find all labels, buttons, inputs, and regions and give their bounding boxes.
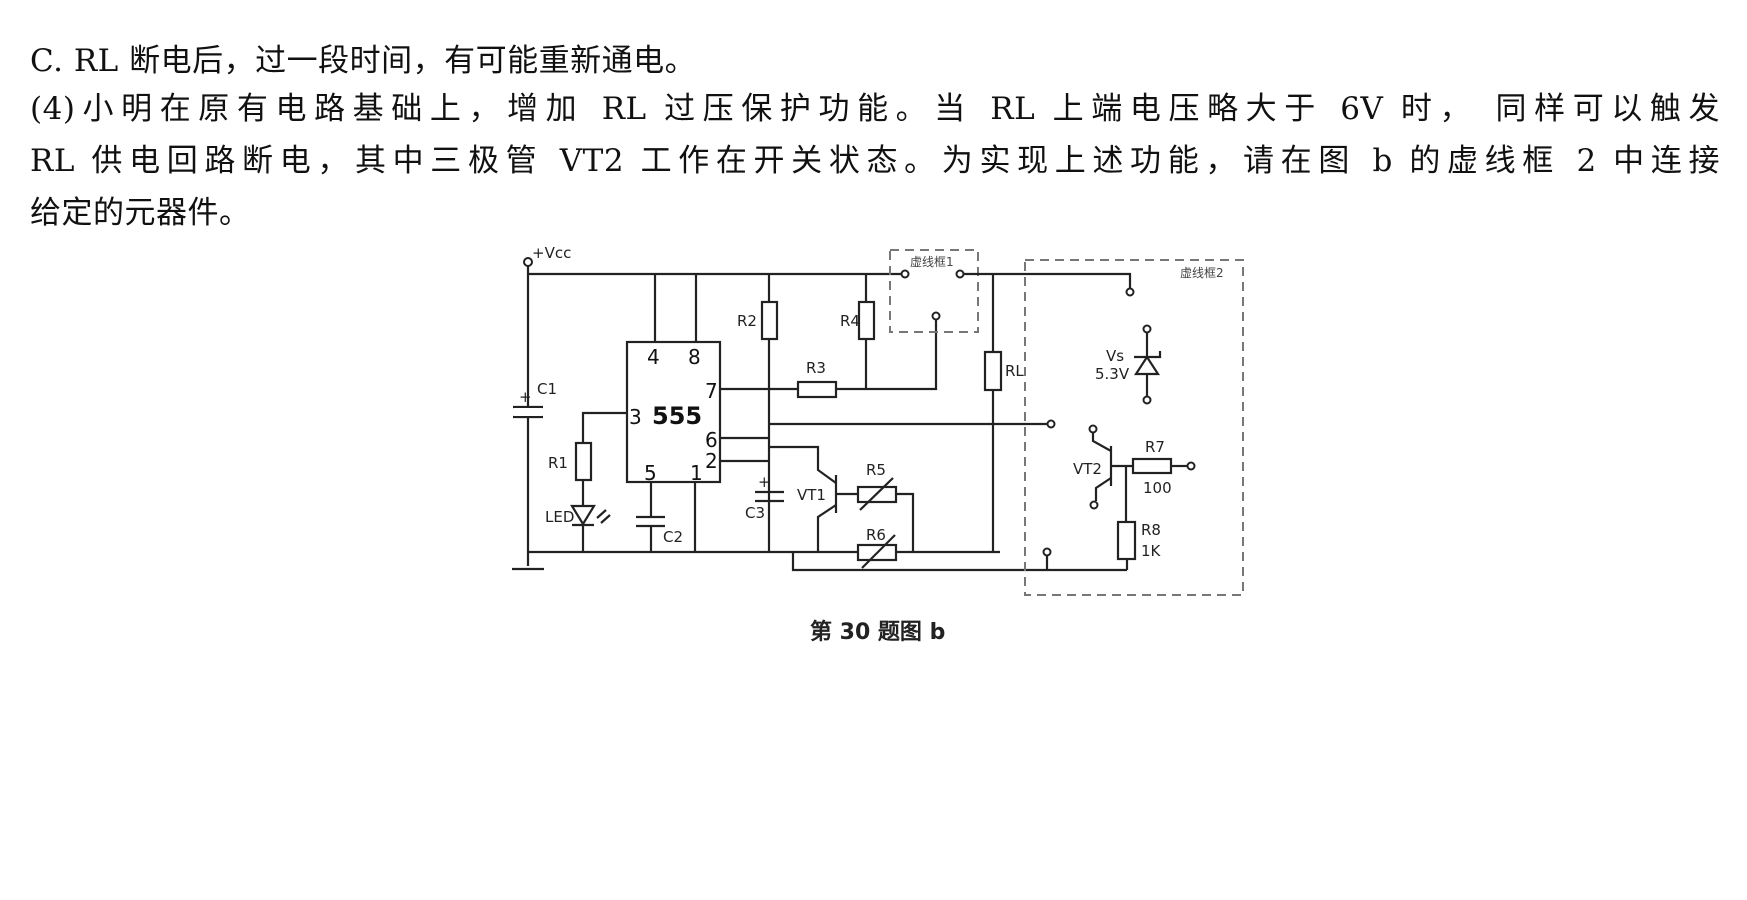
part4-text-line2: RL 供电回路断电，其中三极管 VT2 工作在开关状态。为实现上述功能，请在图 … — [30, 143, 1720, 179]
pin6-label: 6 — [705, 428, 718, 452]
box1-bottom-terminal — [931, 311, 941, 321]
r5-label: R5 — [866, 461, 886, 479]
pin3-label: 3 — [629, 405, 642, 429]
capacitor-c3: + C3 — [745, 473, 784, 522]
r2-label: R2 — [737, 312, 757, 330]
dashed-box-1: 虚线框1 — [889, 249, 979, 333]
pin5-label: 5 — [644, 461, 657, 485]
dashed-box-2: 虚线框2 — [1024, 259, 1244, 596]
c1-plus-label: + — [519, 388, 532, 406]
option-c-text: C. RL 断电后，过一段时间，有可能重新通电。 — [30, 43, 697, 79]
ic-555: 4 8 7 3 555 6 2 5 1 — [625, 274, 722, 485]
resistor-r3: R3 — [796, 359, 838, 399]
box2-bottom-terminal — [1042, 547, 1052, 557]
pin2-label: 2 — [705, 449, 718, 473]
box1-label: 虚线框1 — [910, 255, 954, 269]
pin4-label: 4 — [647, 345, 660, 369]
pin1-label: 1 — [690, 461, 703, 485]
part4-text-line3: 给定的元器件。 — [30, 195, 251, 231]
c2-label: C2 — [663, 528, 683, 546]
r3-label: R3 — [806, 359, 826, 377]
part4-text-line1: (4)小明在原有电路基础上，增加 RL 过压保护功能。当 RL 上端电压略大于 … — [30, 91, 1720, 127]
capacitor-c1: + C1 — [513, 380, 557, 419]
resistor-r7: R7 100 — [1131, 438, 1173, 497]
capacitor-c2: C2 — [636, 515, 683, 546]
pin7-label: 7 — [705, 379, 718, 403]
r7-label: R7 — [1145, 438, 1165, 456]
figure-caption: 第 30 题图 b — [810, 620, 946, 645]
r4-label: R4 — [840, 312, 860, 330]
r8-value-label: 1K — [1141, 542, 1162, 560]
vt2-label: VT2 — [1073, 460, 1102, 478]
resistor-r4: R4 — [840, 300, 876, 341]
resistor-r5: R5 — [856, 461, 898, 511]
box2-top-terminal — [1125, 287, 1135, 297]
vs-value-label: 5.3V — [1095, 365, 1130, 383]
pin8-label: 8 — [688, 345, 701, 369]
zener-diode-vs: Vs 5.3V — [1095, 324, 1162, 405]
rl-label: RL — [1005, 362, 1024, 380]
c1-label: C1 — [537, 380, 557, 398]
r8-label: R8 — [1141, 521, 1161, 539]
r7-terminal — [1186, 461, 1196, 471]
transistor-vt1: VT1 — [769, 445, 838, 552]
chip-label: 555 — [652, 402, 702, 430]
resistor-r2: R2 — [737, 300, 779, 341]
resistor-r6: R6 — [856, 526, 898, 569]
r1-label: R1 — [548, 454, 568, 472]
led: LED — [545, 504, 611, 527]
box2-left-terminal — [1046, 419, 1056, 429]
resistor-rl: RL — [983, 350, 1024, 392]
c3-label: C3 — [745, 504, 765, 522]
r7-value-label: 100 — [1143, 479, 1172, 497]
resistor-r8: R8 1K — [1116, 520, 1162, 561]
vcc-label: +Vcc — [532, 244, 571, 262]
box2-label: 虚线框2 — [1180, 266, 1224, 280]
transistor-vt2: VT2 — [1073, 424, 1113, 510]
vs-label: Vs — [1106, 347, 1124, 365]
resistor-r1: R1 — [548, 441, 593, 482]
vt1-label: VT1 — [797, 486, 826, 504]
r6-label: R6 — [866, 526, 886, 544]
led-label: LED — [545, 508, 574, 526]
c3-plus-label: + — [758, 473, 771, 491]
